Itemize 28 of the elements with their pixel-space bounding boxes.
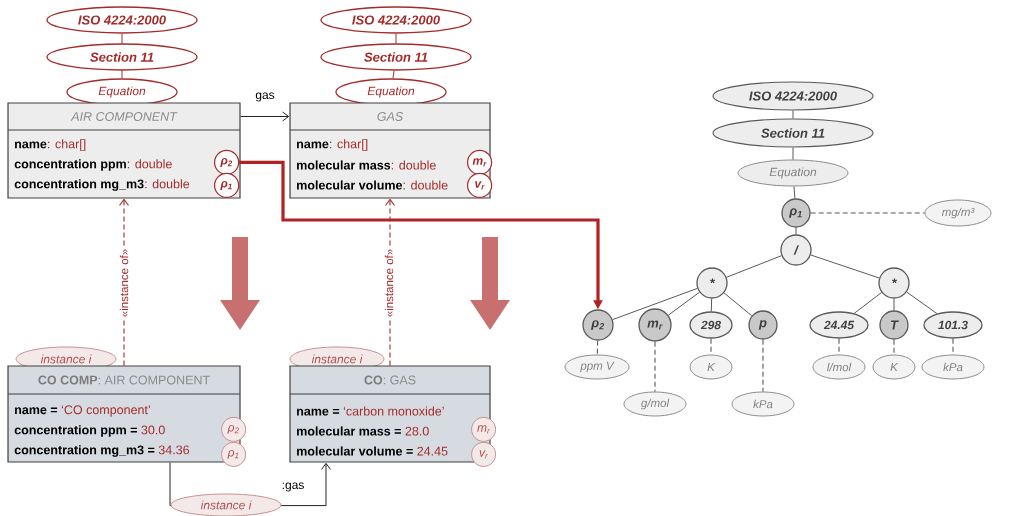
leader-line <box>762 339 764 393</box>
leader-line <box>596 340 599 356</box>
connector-line <box>906 291 938 315</box>
connector-line <box>395 33 397 44</box>
connector-line <box>795 227 797 235</box>
connector-line <box>893 298 895 311</box>
edge-label: gas <box>254 91 276 103</box>
edge-label: «instance of» <box>383 247 395 319</box>
leader-line <box>893 339 895 356</box>
connector-line <box>792 147 794 160</box>
connector-line <box>392 70 395 79</box>
connector-line <box>121 70 123 79</box>
connector-line <box>726 255 782 278</box>
connector-line <box>710 298 713 312</box>
connector-line <box>810 254 880 279</box>
connector-line <box>121 33 123 44</box>
edge-label: «instance of» <box>118 247 130 319</box>
connector-line <box>723 292 753 317</box>
leader-line <box>810 212 926 214</box>
connector-line <box>612 287 698 321</box>
connector-line <box>853 292 883 314</box>
connector-line <box>667 291 700 316</box>
role-label: :gas <box>282 482 304 492</box>
connector-line <box>793 186 796 199</box>
leader-line <box>654 341 656 393</box>
arrow <box>240 111 290 122</box>
connector-line <box>792 110 794 119</box>
edge-label: instance i <box>170 493 282 516</box>
